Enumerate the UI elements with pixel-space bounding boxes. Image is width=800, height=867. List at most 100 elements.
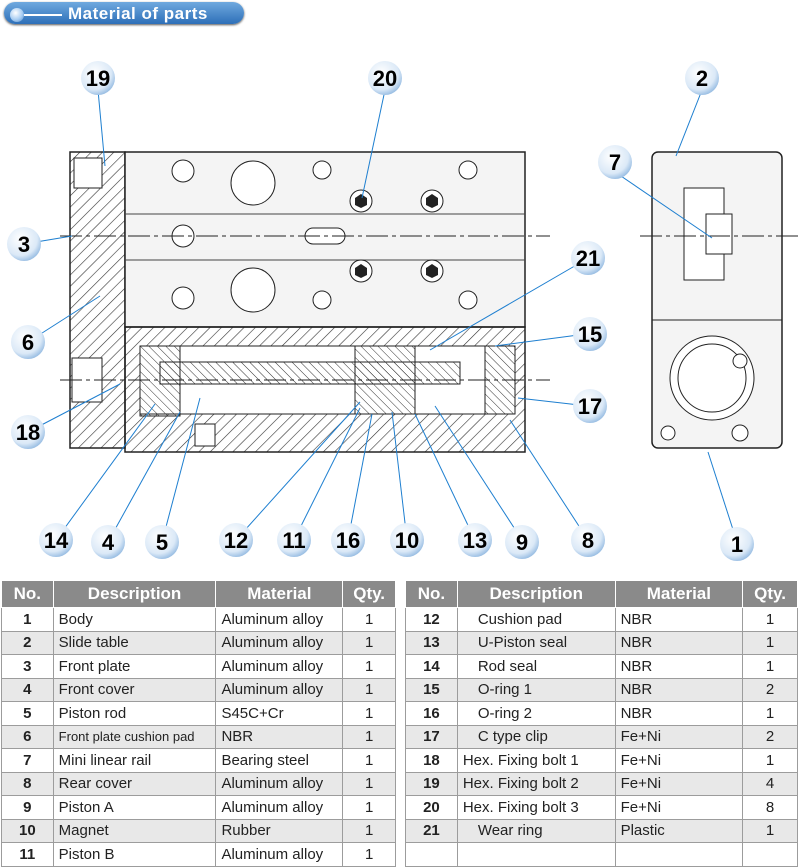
row-material: Aluminum alloy bbox=[215, 677, 344, 702]
callout-bubbles: 19 20 2 7 3 21 6 15 18 17 14 4 5 12 11 1… bbox=[7, 61, 754, 561]
row-no: 2 bbox=[1, 630, 54, 655]
row-material: Aluminum alloy bbox=[215, 795, 344, 820]
row-no: 16 bbox=[405, 701, 458, 726]
row-material: Fe+Ni bbox=[614, 771, 744, 796]
row-no: 11 bbox=[1, 842, 54, 867]
row-no: 15 bbox=[405, 677, 458, 702]
callout-19: 19 bbox=[81, 61, 115, 95]
row-qty: 2 bbox=[742, 677, 798, 702]
row-material: Aluminum alloy bbox=[215, 654, 344, 679]
section-header: Material of parts bbox=[0, 0, 245, 26]
row-qty: 1 bbox=[342, 795, 396, 820]
row-material: Bearing steel bbox=[215, 748, 344, 773]
row-no: 7 bbox=[1, 748, 54, 773]
callout-label: 14 bbox=[44, 528, 69, 553]
callout-label: 12 bbox=[224, 528, 248, 553]
row-qty: 1 bbox=[742, 818, 798, 843]
row-qty: 1 bbox=[342, 818, 396, 843]
table-header-row: No. Description Material Qty. bbox=[405, 580, 798, 608]
row-no: 17 bbox=[405, 724, 458, 749]
callout-10: 10 bbox=[390, 523, 424, 557]
row-no: 10 bbox=[1, 818, 54, 843]
row-description: Rear cover bbox=[52, 771, 217, 796]
slide-table bbox=[60, 151, 550, 328]
row-material: Rubber bbox=[215, 818, 344, 843]
row-material: Fe+Ni bbox=[614, 795, 744, 820]
callout-4: 4 bbox=[91, 525, 125, 559]
callout-7: 7 bbox=[598, 145, 632, 179]
callout-1: 1 bbox=[720, 527, 754, 561]
row-material: NBR bbox=[215, 724, 344, 749]
row-material: Aluminum alloy bbox=[215, 771, 344, 796]
callout-label: 5 bbox=[156, 530, 168, 555]
row-description bbox=[456, 842, 616, 867]
row-no: 6 bbox=[1, 724, 54, 749]
row-material: Aluminum alloy bbox=[215, 607, 344, 632]
callout-label: 2 bbox=[696, 66, 708, 91]
callout-label: 4 bbox=[102, 530, 115, 555]
row-description: Mini linear rail bbox=[52, 748, 217, 773]
callout-label: 1 bbox=[731, 532, 743, 557]
col-header-qty: Qty. bbox=[342, 580, 396, 608]
row-qty: 1 bbox=[342, 771, 396, 796]
row-qty: 1 bbox=[342, 654, 396, 679]
row-no: 1 bbox=[1, 607, 54, 632]
callout-6: 6 bbox=[11, 325, 45, 359]
row-no: 20 bbox=[405, 795, 458, 820]
row-qty: 1 bbox=[742, 630, 798, 655]
row-description: Slide table bbox=[52, 630, 217, 655]
row-qty: 1 bbox=[342, 842, 396, 867]
col-header-material: Material bbox=[614, 580, 744, 608]
header-line bbox=[24, 14, 62, 16]
row-qty bbox=[742, 842, 798, 867]
col-header-description: Description bbox=[456, 580, 616, 608]
row-description: Piston A bbox=[52, 795, 217, 820]
row-no: 5 bbox=[1, 701, 54, 726]
row-description: Magnet bbox=[52, 818, 217, 843]
leader-lines bbox=[23, 89, 738, 543]
bullet-icon bbox=[10, 8, 24, 22]
row-description: O-ring 1 bbox=[456, 677, 616, 702]
row-qty: 1 bbox=[342, 607, 396, 632]
row-no: 19 bbox=[405, 771, 458, 796]
row-description: Front cover bbox=[52, 677, 217, 702]
row-description: Hex. Fixing bolt 1 bbox=[456, 748, 616, 773]
col-header-description: Description bbox=[52, 580, 217, 608]
row-material: NBR bbox=[614, 630, 744, 655]
row-material: Aluminum alloy bbox=[215, 842, 344, 867]
callout-8: 8 bbox=[571, 523, 605, 557]
row-material: NBR bbox=[614, 701, 744, 726]
callout-14: 14 bbox=[39, 523, 73, 557]
row-no bbox=[405, 842, 458, 867]
header-pill: Material of parts bbox=[4, 2, 244, 24]
callout-11: 11 bbox=[277, 523, 311, 557]
row-material: Aluminum alloy bbox=[215, 630, 344, 655]
callout-2: 2 bbox=[685, 61, 719, 95]
row-no: 4 bbox=[1, 677, 54, 702]
row-qty: 4 bbox=[742, 771, 798, 796]
row-description: O-ring 2 bbox=[456, 701, 616, 726]
callout-label: 18 bbox=[16, 420, 40, 445]
callout-label: 13 bbox=[463, 528, 487, 553]
row-qty: 1 bbox=[742, 607, 798, 632]
row-description: Cushion pad bbox=[456, 607, 616, 632]
row-material bbox=[614, 842, 744, 867]
row-qty: 1 bbox=[342, 748, 396, 773]
row-qty: 1 bbox=[742, 748, 798, 773]
side-view bbox=[640, 151, 800, 449]
